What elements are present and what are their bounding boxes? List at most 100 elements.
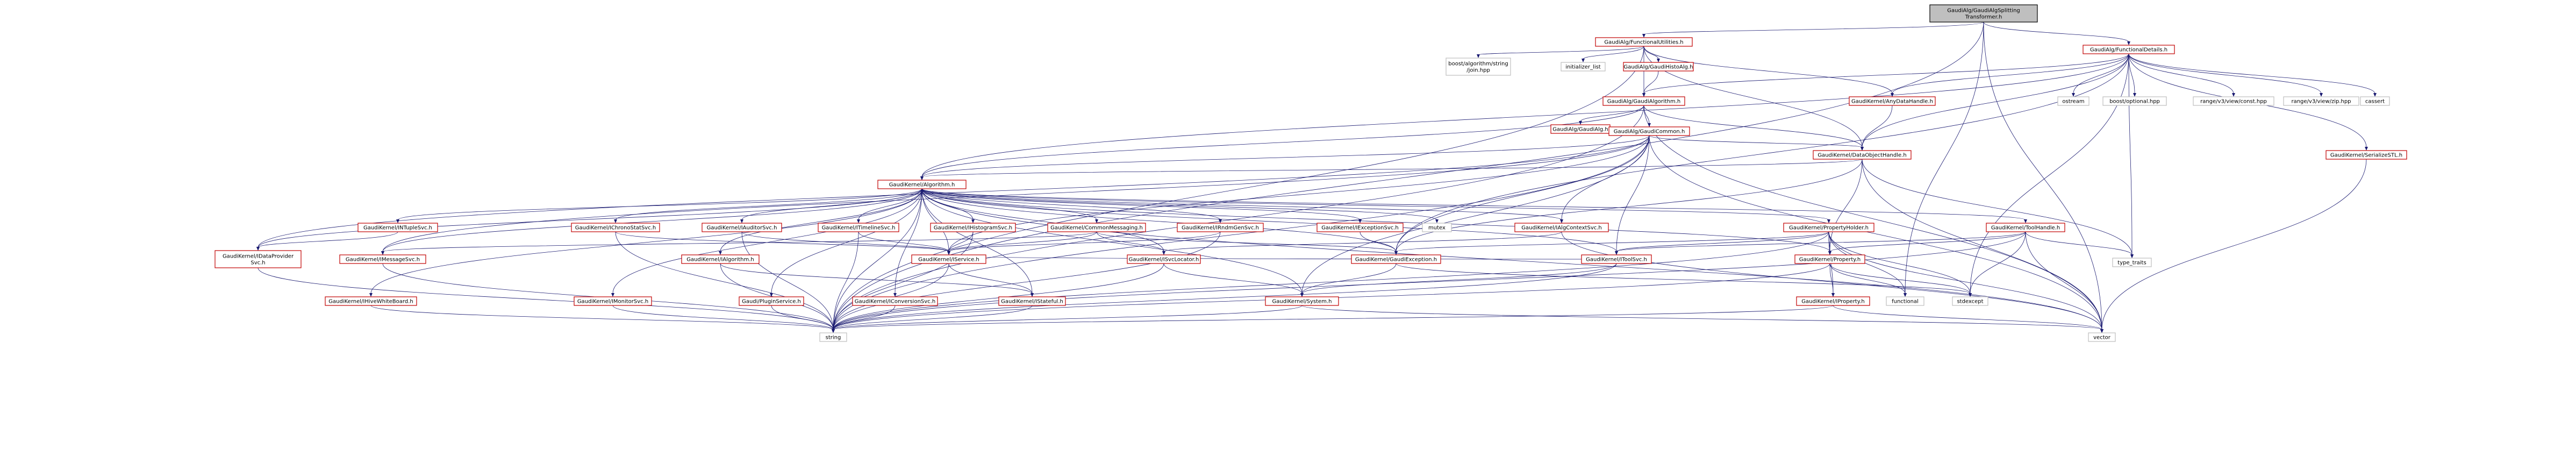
edge-alg-to-intup [397, 188, 922, 220]
node-doh[interactable]: GaudiKernel/DataObjectHandle.h [1813, 150, 1912, 160]
node-box [2193, 96, 2274, 106]
node-alg[interactable]: GaudiKernel/Algorithm.h [877, 180, 967, 189]
node-stdexc[interactable]: stdexcept [1952, 296, 1988, 306]
node-il[interactable]: initializer_list [1561, 62, 1606, 72]
node-gag[interactable]: GaudiAlg/GaudiAlg.h [1550, 124, 1611, 134]
node-istat[interactable]: GaudiKernel/IStateful.h [998, 296, 1066, 306]
node-gha[interactable]: GaudiAlg/GaudiHistoAlg.h [1623, 62, 1694, 72]
node-fu[interactable]: GaudiAlg/FunctionalUtilities.h [1595, 37, 1693, 47]
edge-isvc-to-istat [948, 263, 1033, 294]
edge-fd-to-ostream [2073, 53, 2129, 94]
edge-fd-to-type [2128, 53, 2133, 255]
node-bopt[interactable]: boost/optional.hpp [2102, 96, 2167, 106]
edge-alg-to-ichr [615, 188, 922, 220]
edge-alg-to-sys [921, 188, 1303, 294]
edge-th-to-vector [2025, 231, 2102, 330]
node-intup[interactable]: GaudiKernel/INTupleSvc.h [357, 223, 438, 232]
node-ostream[interactable]: ostream [2057, 96, 2090, 106]
node-box [2112, 258, 2152, 267]
node-box [1446, 58, 1511, 76]
node-cmsg[interactable]: GaudiKernel/CommonMessaging.h [1047, 223, 1146, 232]
node-prop[interactable]: GaudiKernel/Property.h [1794, 254, 1865, 264]
edge-arrowhead-alg-to-intup [396, 219, 399, 223]
node-label: GaudiKernel/IToolSvc.h [1586, 257, 1647, 263]
node-irnd[interactable]: GaudiKernel/IRndmGenSvc.h [1177, 223, 1264, 232]
edge-itl-to-string [833, 231, 859, 330]
edge-alg-to-iexc [921, 188, 1361, 220]
node-iprop[interactable]: GaudiKernel/IProperty.h [1796, 296, 1870, 306]
node-label: GaudiAlg/GaudiCommon.h [1614, 129, 1685, 135]
node-gexc[interactable]: GaudiKernel/GaudiException.h [1351, 254, 1441, 264]
node-isl[interactable]: GaudiKernel/ISvcLocator.h [1127, 254, 1201, 264]
node-gc[interactable]: GaudiAlg/GaudiCommon.h [1608, 126, 1690, 136]
node-ihist[interactable]: GaudiKernel/IHistogramSvc.h [930, 223, 1016, 232]
node-ser[interactable]: GaudiKernel/SerializeSTL.h [2325, 150, 2407, 160]
edge-gha-to-ga [1643, 70, 1659, 94]
node-rvz[interactable]: range/v3/view/zip.hpp [2283, 96, 2359, 106]
node-label: GaudiKernel/IAuditorSvc.h [707, 225, 777, 231]
edge-istat-to-string [833, 305, 1033, 330]
node-cassert[interactable]: cassert [2360, 96, 2390, 106]
edge-alg-to-iwb [370, 188, 922, 294]
node-label: GaudiKernel/Algorithm.h [889, 182, 955, 188]
edge-gc-to-imsg [382, 135, 1650, 252]
edge-iexc-to-gexc [1359, 231, 1397, 252]
edge-alg-to-idp [257, 188, 922, 248]
node-imon[interactable]: GaudiKernel/IMonitorSvc.h [574, 296, 652, 306]
edge-arrowhead-alg-to-ialg [719, 251, 722, 255]
node-iexc[interactable]: GaudiKernel/IExceptionSvc.h [1316, 223, 1404, 232]
edge-arrowhead-irnd-to-isvc [947, 251, 950, 255]
node-box [1316, 223, 1404, 232]
node-ph[interactable]: GaudiKernel/PropertyHolder.h [1783, 223, 1874, 232]
node-vector[interactable]: vector [2088, 332, 2116, 342]
node-type[interactable]: type_traits [2112, 258, 2152, 267]
node-box [1265, 296, 1339, 306]
node-box [1623, 62, 1694, 72]
node-ichr[interactable]: GaudiKernel/IChronoStatSvc.h [571, 223, 660, 232]
node-label: string [826, 335, 841, 341]
node-itool[interactable]: GaudiKernel/IToolSvc.h [1581, 254, 1652, 264]
node-adh[interactable]: GaudiKernel/AnyDataHandle.h [1849, 96, 1936, 106]
edge-arrowhead-alg-to-itl [857, 219, 860, 223]
node-mutex[interactable]: mutex [1422, 223, 1452, 232]
node-ps[interactable]: Gaudi/PluginService.h [739, 296, 804, 306]
node-iaud[interactable]: GaudiKernel/IAuditorSvc.h [702, 223, 782, 232]
edge-fd-to-adh [1892, 53, 2129, 94]
edge-iprop-to-string [833, 305, 1834, 330]
node-label: range/v3/view/const.hpp [2200, 99, 2267, 105]
node-label: GaudiKernel/INTupleSvc.h [363, 225, 432, 231]
edge-ph-to-gexc [1396, 231, 1829, 252]
edge-cmsg-to-gexc [1096, 231, 1397, 252]
edge-fd-to-cassert [2128, 53, 2375, 94]
node-iconv[interactable]: GaudiKernel/IConversionSvc.h [852, 296, 938, 306]
edge-alg-to-itl [858, 188, 922, 220]
node-ga[interactable]: GaudiAlg/GaudiAlgorithm.h [1602, 96, 1685, 106]
node-isvc[interactable]: GaudiKernel/IService.h [911, 254, 986, 264]
edge-alg-to-isvc [921, 188, 949, 252]
node-rvc[interactable]: range/v3/view/const.hpp [2193, 96, 2274, 106]
node-bstr[interactable]: boost/algorithm/string/join.hpp [1446, 58, 1511, 76]
node-box [2083, 45, 2175, 54]
node-string[interactable]: string [819, 332, 847, 342]
node-th[interactable]: GaudiKernel/ToolHandle.h [1986, 223, 2065, 232]
edge-ser-to-vector [2101, 159, 2367, 330]
node-sys[interactable]: GaudiKernel/System.h [1265, 296, 1339, 306]
node-fd[interactable]: GaudiAlg/FunctionalDetails.h [2083, 45, 2175, 54]
edge-fd-to-alg [921, 53, 2129, 177]
edge-arrowhead-iactx-to-isl [1162, 251, 1165, 255]
edge-prop-to-iprop [1829, 263, 1834, 294]
node-label: GaudiKernel/ITimelineSvc.h [822, 225, 896, 231]
edge-arrowhead-fu-to-bstr [1477, 54, 1480, 58]
node-ialg[interactable]: GaudiKernel/IAlgorithm.h [681, 254, 760, 264]
node-func[interactable]: functional [1886, 296, 1924, 306]
edge-th-to-itool [1616, 231, 2026, 252]
node-iwb[interactable]: GaudiKernel/IHiveWhiteBoard.h [325, 296, 417, 306]
edge-ph-to-iprop [1828, 231, 1834, 294]
node-iactx[interactable]: GaudiKernel/IAlgContextSvc.h [1514, 223, 1609, 232]
node-itl[interactable]: GaudiKernel/ITimelineSvc.h [818, 223, 899, 232]
edge-alg-to-ph [921, 188, 1829, 220]
node-label: GaudiKernel/IService.h [918, 257, 979, 263]
node-imsg[interactable]: GaudiKernel/IMessageSvc.h [339, 254, 426, 264]
